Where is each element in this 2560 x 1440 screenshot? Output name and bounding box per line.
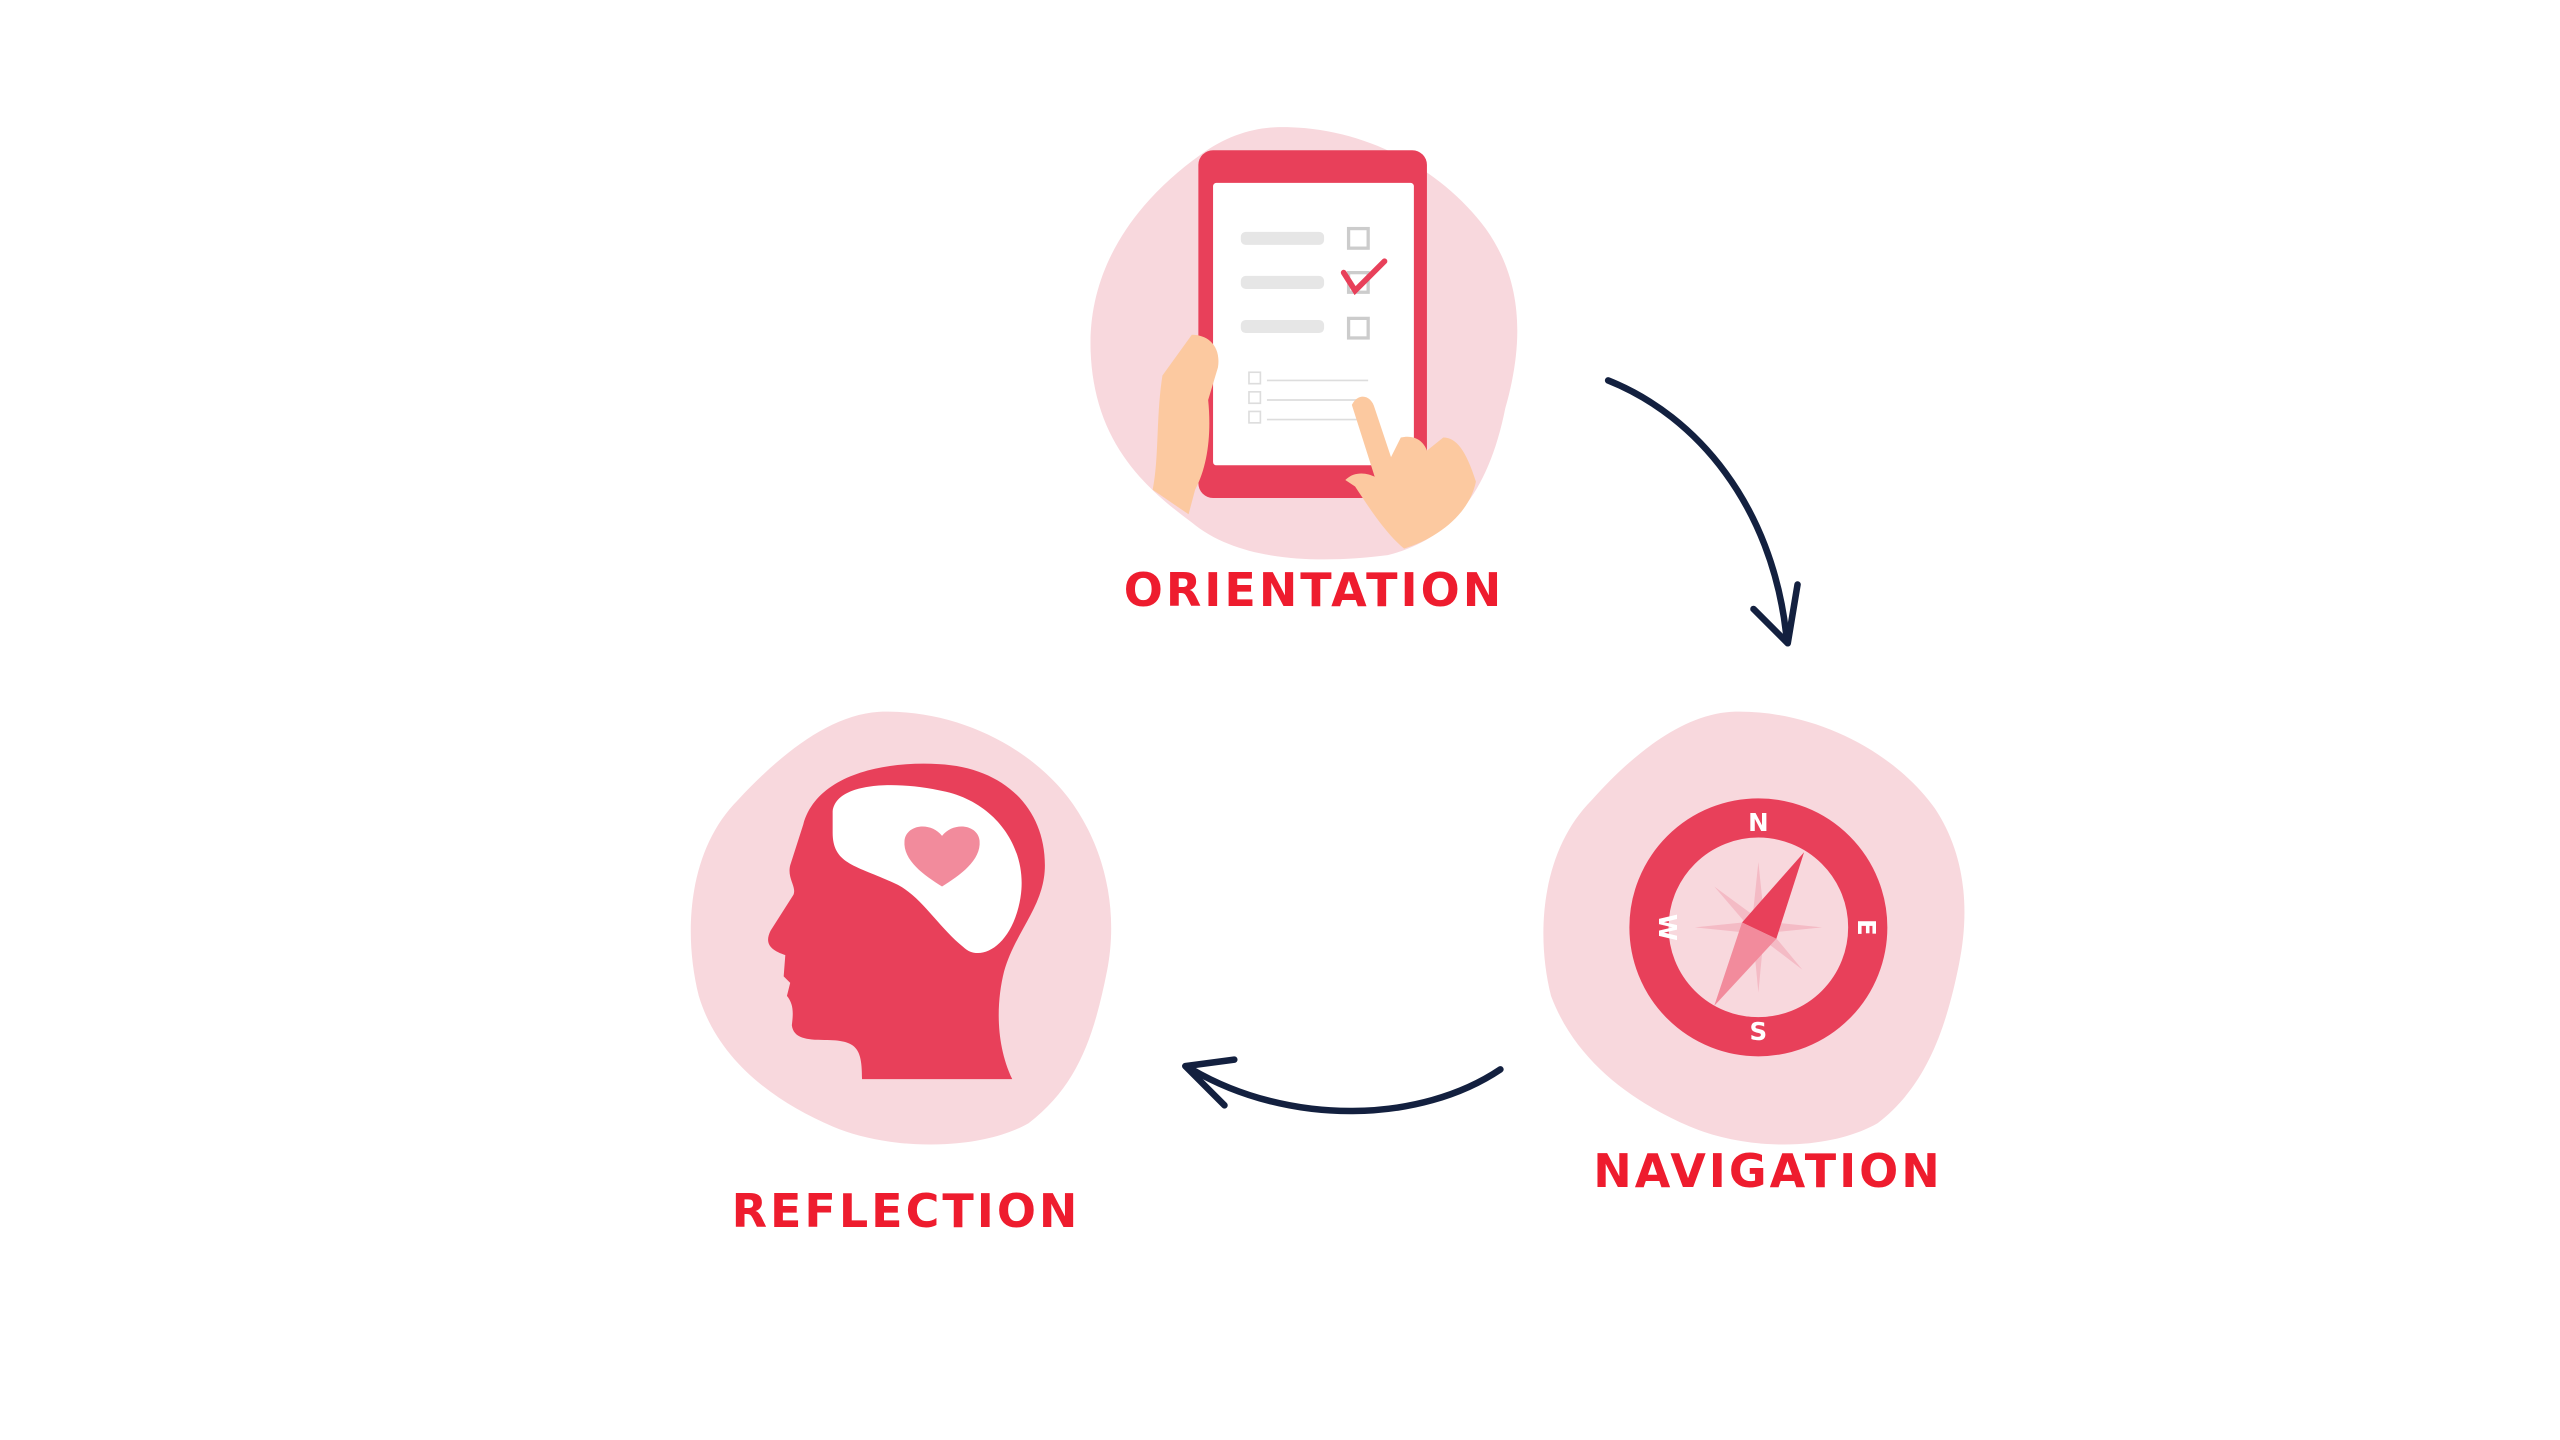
compass-w: W <box>1653 914 1682 941</box>
compass-s: S <box>1750 1017 1768 1046</box>
right-hand <box>1345 396 1476 549</box>
compass-icon: N S E W <box>1629 798 1888 1057</box>
navigation-illustration: N S E W <box>1543 711 1965 1145</box>
stage-label-orientation: ORIENTATION <box>1123 563 1505 617</box>
orientation-illustration <box>1090 127 1518 560</box>
stage-label-reflection: REFLECTION <box>731 1184 1081 1238</box>
left-hand <box>1152 334 1219 515</box>
reflection-illustration <box>690 711 1112 1145</box>
stage-label-navigation: NAVIGATION <box>1593 1144 1943 1198</box>
arrow-navigation-to-reflection <box>1182 1056 1504 1115</box>
head-heart-icon <box>768 763 1045 1080</box>
compass-e: E <box>1852 919 1881 936</box>
arrow-orientation-to-navigation <box>1604 377 1801 647</box>
tablet-checklist-icon <box>1152 150 1476 549</box>
compass-n: N <box>1748 808 1768 837</box>
